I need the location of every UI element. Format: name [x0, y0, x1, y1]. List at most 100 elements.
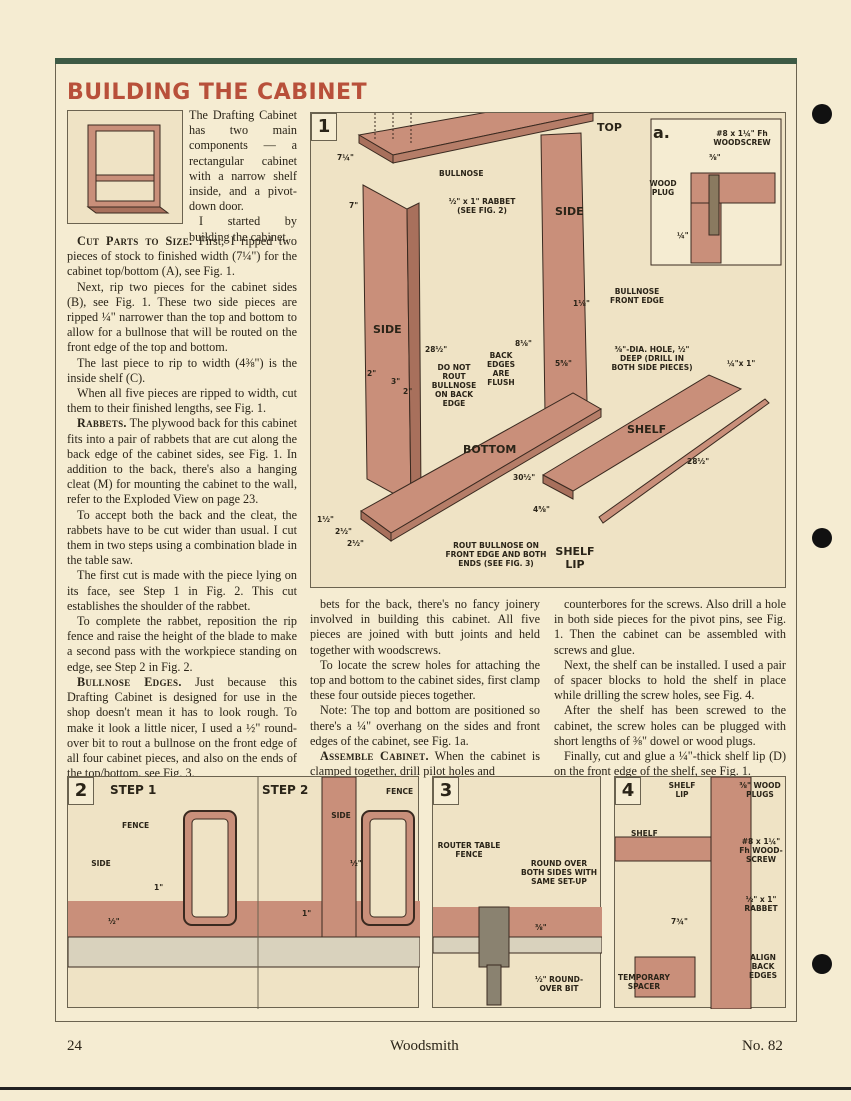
dim-label: ½" [108, 917, 120, 926]
label-spacer: TEMPORARY SPACER [618, 973, 670, 991]
label-hole: ⅜"-DIA. HOLE, ½" DEEP (DRILL IN BOTH SID… [611, 345, 693, 372]
figure-1: 1 TOP SIDE SIDE BOTTOM SHELF SHELF LIP B… [310, 112, 786, 588]
paragraph-text: Just because this Drafting Cabinet is de… [67, 674, 297, 781]
intro-paragraph: The Drafting Cabinet has two main compon… [189, 108, 297, 214]
label-rabbet: ½" x 1" RABBET (SEE FIG. 2) [448, 197, 516, 215]
label-plugs: ⅜" WOOD PLUGS [739, 781, 781, 799]
bottom-rule [0, 1087, 851, 1090]
label-round-over: ROUND OVER BOTH SIDES WITH SAME SET-UP [520, 859, 598, 886]
cabinet-thumbnail [67, 110, 183, 224]
paragraph-text: To accept both the back and the cleat, t… [67, 507, 297, 568]
label-rabbet: ½" x 1" RABBET [744, 895, 778, 913]
paragraph: The first cut is made with the piece lyi… [67, 568, 297, 614]
dim-label: 2½" [335, 527, 352, 536]
paragraph-text: bets for the back, there's no fancy join… [310, 597, 540, 657]
article-title: BUILDING THE CABINET [67, 80, 368, 105]
binder-hole [812, 954, 832, 974]
label-screw: #8 x 1¼" Fh WOOD-SCREW [739, 837, 783, 864]
dim-label: 7¾" [671, 917, 688, 926]
dim-label: 2½" [347, 539, 364, 548]
dim-label: 8⅛" [515, 339, 532, 348]
figure-2: 2 STEP 1 STEP 2 FENCE FENCE SIDE SIDE 1"… [67, 776, 420, 1009]
step-2-label: STEP 2 [262, 783, 309, 797]
binder-hole [812, 528, 832, 548]
paragraph: When all five pieces are ripped to width… [67, 386, 297, 416]
right-column: counterbores for the screws. Also drill … [554, 597, 786, 779]
dim-label: 1⅛" [573, 299, 590, 308]
dim-label: 3" [391, 377, 401, 386]
label-rout-bullnose: ROUT BULLNOSE ON FRONT EDGE AND BOTH END… [445, 541, 547, 568]
paragraph-text: Finally, cut and glue a ¼"-thick shelf l… [554, 749, 786, 779]
dim-label: 7¼" [337, 153, 354, 162]
run-in-head: Rabbets. [77, 416, 127, 431]
dim-label: 2" [367, 369, 377, 378]
label-fence: FENCE [122, 821, 150, 830]
figure-number: 4 [615, 777, 641, 805]
inset-dim: ¼" [677, 231, 689, 240]
paragraph: Note: The top and bottom are positioned … [310, 703, 540, 749]
paragraph: Finally, cut and glue a ¼"-thick shelf l… [554, 749, 786, 779]
label-side: SIDE [331, 811, 351, 820]
paragraph-text: When all five pieces are ripped to width… [67, 386, 297, 416]
binder-hole [812, 104, 832, 124]
dim-label: 7" [349, 201, 359, 210]
inset-dim: ⅜" [709, 153, 721, 162]
inset-label: a. [653, 123, 670, 142]
dim-label: ½" [350, 859, 362, 868]
figure-4: 4 SHELF LIP SHELF ⅜" WOOD PLUGS #8 x 1¼"… [614, 776, 786, 1009]
paragraph: Next, rip two pieces for the cabinet sid… [67, 280, 297, 356]
paragraph-text: To locate the screw holes for attaching … [310, 657, 540, 703]
paragraph: counterbores for the screws. Also drill … [554, 597, 786, 658]
dim-label: 4⅝" [533, 505, 550, 514]
paragraph: Next, the shelf can be installed. I used… [554, 658, 786, 704]
dim-label: 30½" [513, 473, 536, 482]
dim-label: 5⅝" [555, 359, 572, 368]
figure-number: 3 [433, 777, 459, 805]
dim-label: 1½" [317, 515, 334, 524]
label-side-right: SIDE [555, 205, 584, 218]
run-in-head: Cut Parts to Size. [77, 234, 193, 248]
paragraph: bets for the back, there's no fancy join… [310, 597, 540, 658]
paragraph: Cut Parts to Size. First, I ripped two p… [67, 234, 297, 280]
dim-label: ¼"x 1" [727, 359, 756, 368]
label-side: SIDE [91, 859, 111, 868]
dim-label: 1" [302, 909, 312, 918]
magazine-name: Woodsmith [390, 1038, 459, 1054]
figure-3: 3 ROUTER TABLE FENCE ROUND OVER BOTH SID… [432, 776, 602, 1008]
dim-label: 28½" [425, 345, 448, 354]
label-router-fence: ROUTER TABLE FENCE [437, 841, 501, 859]
left-column: Cut Parts to Size. First, I ripped two p… [67, 234, 297, 797]
label-bullnose: BULLNOSE [439, 169, 484, 178]
dim-label: ⅜" [535, 923, 547, 932]
label-shelf-lip: SHELF LIP [555, 545, 595, 571]
paragraph-text: When the cabinet is clamped together, dr… [310, 749, 540, 779]
intro-text: The Drafting Cabinet has two main compon… [189, 108, 297, 245]
paragraph-text: Next, rip two pieces for the cabinet sid… [67, 279, 297, 355]
figure-number: 1 [311, 113, 337, 141]
label-side-left: SIDE [373, 323, 402, 336]
label-shelf: SHELF [631, 829, 658, 838]
paragraph: To complete the rabbet, reposition the r… [67, 614, 297, 675]
label-bullnose-front: BULLNOSE FRONT EDGE [610, 287, 664, 305]
label-bit: ½" ROUND-OVER BIT [534, 975, 584, 993]
paragraph-text: The plywood back for this cabinet fits i… [67, 416, 297, 507]
figure-number: 2 [68, 777, 94, 805]
paragraph-text: counterbores for the screws. Also drill … [554, 597, 786, 657]
dim-label: 28½" [687, 457, 710, 466]
paragraph-text: The first cut is made with the piece lyi… [67, 568, 297, 613]
inset-screw: #8 x 1¼" Fh WOODSCREW [713, 129, 771, 147]
issue-number: No. 82 [742, 1038, 783, 1054]
intro-paragraph: I started by building the cabinet. [189, 214, 297, 244]
step-1-label: STEP 1 [110, 783, 157, 797]
paragraph: Rabbets. The plywood back for this cabin… [67, 416, 297, 507]
paragraph-text: Next, the shelf can be installed. I used… [554, 657, 786, 703]
page-frame [55, 64, 797, 1022]
paragraph: To accept both the back and the cleat, t… [67, 508, 297, 569]
paragraph-text: Note: The top and bottom are positioned … [310, 703, 540, 748]
label-top: TOP [597, 121, 622, 134]
run-in-head: Assemble Cabinet. [320, 749, 429, 764]
paragraph-text: First, I ripped two pieces of stock to f… [67, 234, 298, 279]
label-do-not-rout: DO NOT ROUT BULLNOSE ON BACK EDGE [431, 363, 477, 408]
inset-plug: WOOD PLUG [649, 179, 677, 197]
label-align: ALIGN BACK EDGES [748, 953, 778, 980]
